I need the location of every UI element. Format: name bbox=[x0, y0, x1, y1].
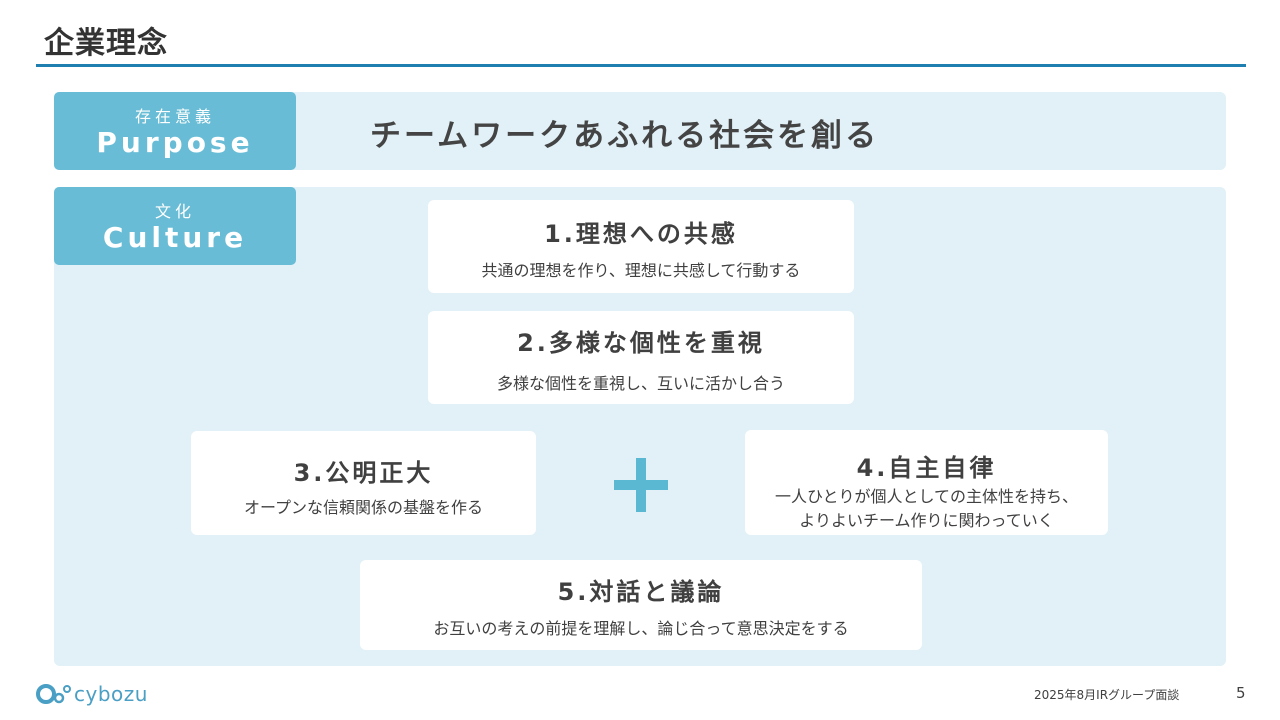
culture-tag-jp: 文化 bbox=[154, 202, 195, 221]
cybozu-logo-icon bbox=[36, 684, 71, 704]
page-number: 5 bbox=[1236, 684, 1246, 702]
page-title: 企業理念 bbox=[44, 26, 168, 61]
footer-event: 2025年8月IRグループ面談 bbox=[1034, 688, 1180, 702]
culture-card-title: 5.対話と議論 bbox=[557, 578, 725, 606]
culture-card-desc: 一人ひとりが個人としての主体性を持ち、 よりよいチーム作りに関わっていく bbox=[774, 487, 1079, 530]
culture-card-desc: 多様な個性を重視し、互いに活かし合う bbox=[496, 374, 785, 393]
culture-card-title: 2.多様な個性を重視 bbox=[517, 329, 765, 357]
culture-card-3: 3.公明正大 オープンな信頼関係の基盤を作る bbox=[191, 431, 536, 535]
culture-card-title: 4.自主自律 bbox=[856, 454, 997, 482]
culture-card-desc: お互いの考えの前提を理解し、論じ合って意思決定をする bbox=[433, 619, 849, 638]
culture-card-title: 1.理想への共感 bbox=[544, 220, 738, 248]
culture-card-4: 4.自主自律 一人ひとりが個人としての主体性を持ち、 よりよいチーム作りに関わっ… bbox=[745, 430, 1108, 535]
culture-card-desc: 共通の理想を作り、理想に共感して行動する bbox=[481, 261, 801, 280]
plus-icon bbox=[614, 458, 668, 512]
culture-card-2: 2.多様な個性を重視 多様な個性を重視し、互いに活かし合う bbox=[428, 311, 854, 404]
culture-tag-en: Culture bbox=[102, 221, 248, 254]
logo-text: cybozu bbox=[74, 682, 148, 706]
culture-card-title: 3.公明正大 bbox=[293, 459, 434, 487]
purpose-statement: チームワークあふれる社会を創る bbox=[370, 118, 880, 154]
purpose-tag: 存在意義 Purpose bbox=[54, 92, 296, 170]
culture-card-5: 5.対話と議論 お互いの考えの前提を理解し、論じ合って意思決定をする bbox=[360, 560, 922, 650]
purpose-tag-en: Purpose bbox=[96, 126, 254, 159]
purpose-tag-jp: 存在意義 bbox=[134, 107, 215, 126]
culture-tag: 文化 Culture bbox=[54, 187, 296, 265]
culture-card-desc: オープンな信頼関係の基盤を作る bbox=[243, 498, 484, 517]
title-divider bbox=[36, 64, 1246, 67]
culture-card-1: 1.理想への共感 共通の理想を作り、理想に共感して行動する bbox=[428, 200, 854, 293]
